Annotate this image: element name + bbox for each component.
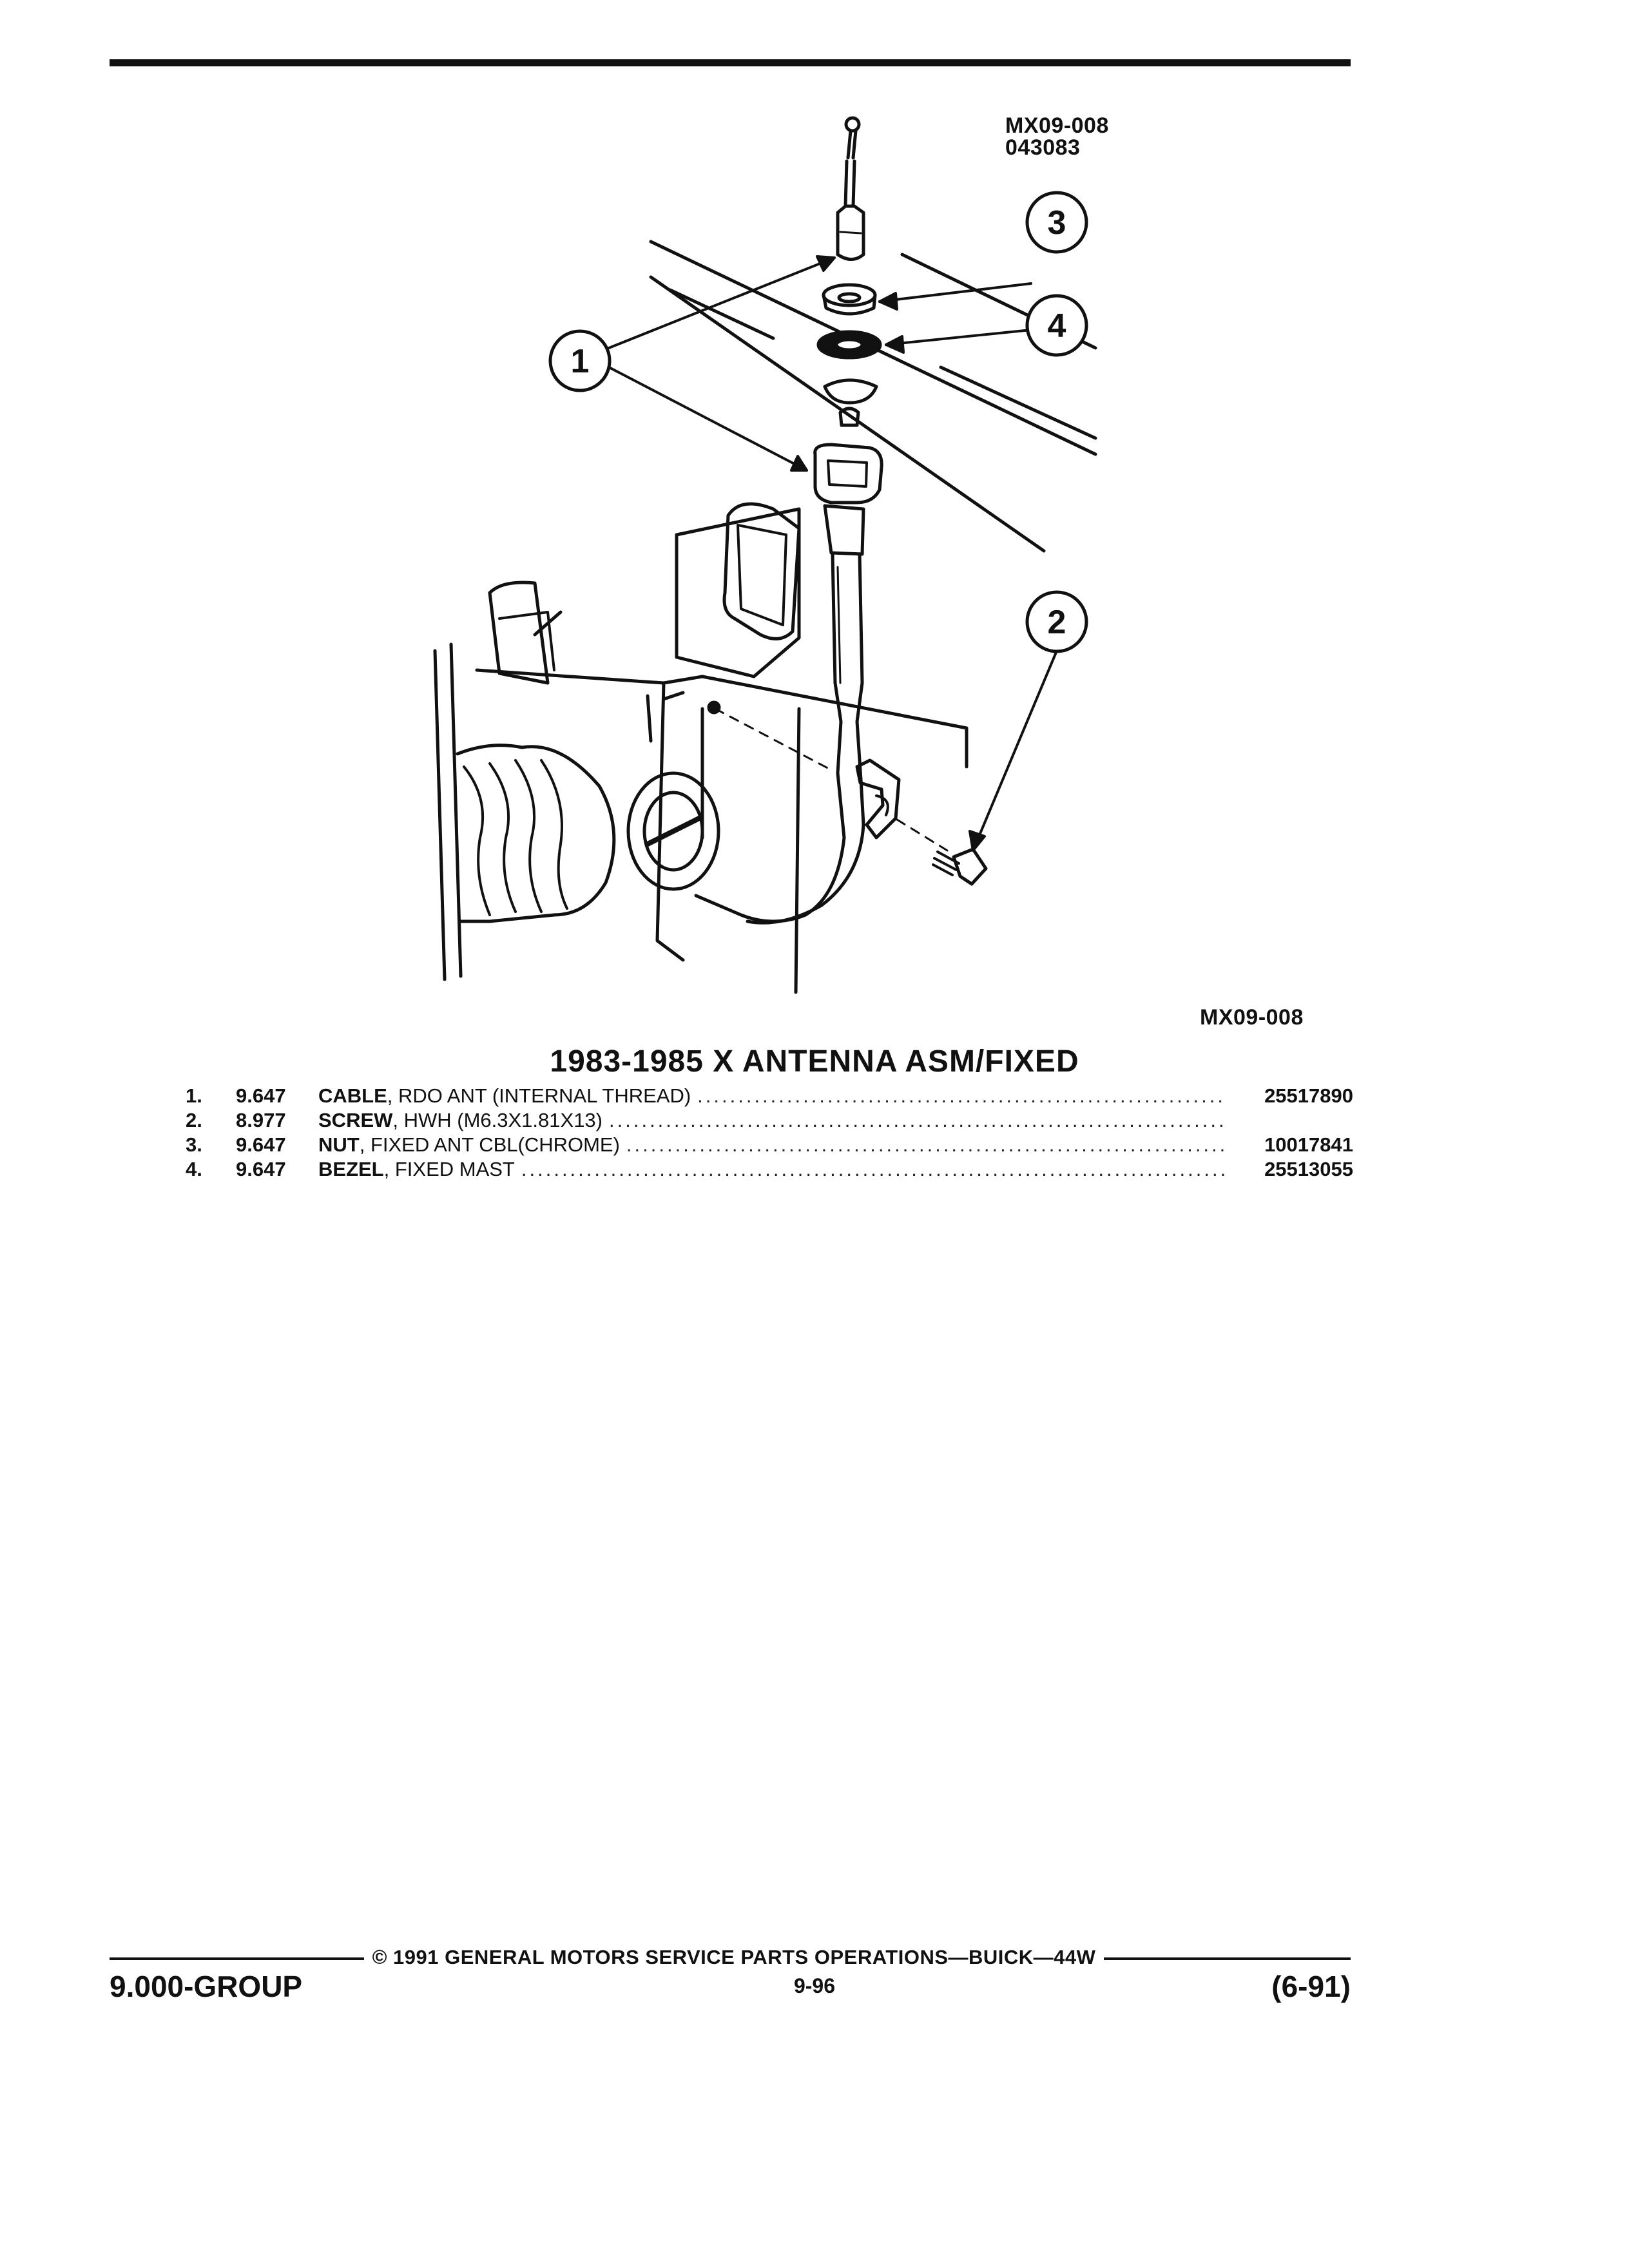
part-name: SCREW xyxy=(318,1109,393,1131)
alignment-line xyxy=(714,707,833,771)
grommet-boot xyxy=(456,744,720,923)
part-index: 4. xyxy=(186,1158,202,1180)
part-row: 4. 9.647 BEZEL, FIXED MAST................… xyxy=(186,1157,1353,1182)
part-description: CABLE, RDO ANT (INTERNAL THREAD)........… xyxy=(318,1084,1224,1108)
page-number: 9-96 xyxy=(793,1974,836,1997)
antenna-mast xyxy=(836,116,865,261)
dot-leader: ........................................… xyxy=(521,1158,1224,1180)
svg-text:2: 2 xyxy=(1048,604,1066,641)
svg-text:3: 3 xyxy=(1048,204,1066,242)
part-name: CABLE xyxy=(318,1084,387,1107)
antenna-cable xyxy=(694,443,901,925)
callout-4: 4 xyxy=(1025,294,1088,357)
top-rule xyxy=(110,59,1351,66)
callout-leaders xyxy=(608,255,1058,852)
part-index: 3. xyxy=(186,1133,202,1156)
part-detail: , HWH (M6.3X1.81X13) xyxy=(392,1109,602,1131)
part-code: 8.977 xyxy=(236,1109,286,1131)
antenna-exploded-diagram: 1 2 3 4 xyxy=(433,116,1097,994)
nut xyxy=(822,283,877,316)
part-description: SCREW, HWH (M6.3X1.81X13)...............… xyxy=(318,1108,1224,1133)
footer-rule-left xyxy=(110,1957,364,1960)
part-row: 1. 9.647 CABLE, RDO ANT (INTERNAL THREAD).… xyxy=(186,1084,1353,1108)
callout-3: 3 xyxy=(1025,191,1088,254)
part-name: BEZEL xyxy=(318,1158,384,1180)
part-code: 9.647 xyxy=(236,1133,286,1156)
part-row: 2. 8.977 SCREW, HWH (M6.3X1.81X13)........… xyxy=(186,1108,1353,1133)
mount-hole xyxy=(707,700,721,715)
svg-text:1: 1 xyxy=(571,343,590,380)
part-code: 9.647 xyxy=(236,1158,286,1180)
part-description: BEZEL, FIXED MAST.......................… xyxy=(318,1157,1224,1182)
figure-code-sub: 043083 xyxy=(1005,135,1081,160)
part-number: 25513055 xyxy=(1264,1158,1353,1180)
body-panel-lines xyxy=(649,240,1097,553)
callout-2: 2 xyxy=(1025,590,1088,653)
part-name: NUT xyxy=(318,1133,360,1156)
parts-list: 1. 9.647 CABLE, RDO ANT (INTERNAL THREAD).… xyxy=(186,1084,1353,1182)
part-detail: , FIXED ANT CBL(CHROME) xyxy=(359,1133,620,1156)
inner-panel xyxy=(433,502,969,994)
part-detail: , RDO ANT (INTERNAL THREAD) xyxy=(387,1084,691,1107)
figure-code-bottom: MX09-008 xyxy=(1200,1005,1304,1030)
svg-text:4: 4 xyxy=(1048,307,1066,345)
footer-rule-right xyxy=(1104,1957,1351,1960)
part-code: 9.647 xyxy=(236,1084,286,1107)
screw xyxy=(896,818,988,886)
dot-leader: ........................................… xyxy=(626,1133,1224,1156)
part-row: 3. 9.647 NUT, FIXED ANT CBL(CHROME).......… xyxy=(186,1133,1353,1157)
part-description: NUT, FIXED ANT CBL(CHROME)..............… xyxy=(318,1133,1224,1157)
part-index: 1. xyxy=(186,1084,202,1107)
section-title: 1983-1985 X ANTENNA ASM/FIXED xyxy=(550,1044,1079,1079)
part-number: 25517890 xyxy=(1264,1084,1353,1107)
bezel xyxy=(816,330,882,427)
group-label: 9.000-GROUP xyxy=(110,1970,303,2003)
revision-date: (6-91) xyxy=(1271,1970,1351,2003)
part-index: 2. xyxy=(186,1109,202,1131)
callout-1: 1 xyxy=(548,329,612,392)
dot-leader: ........................................… xyxy=(697,1084,1224,1107)
figure-code-top: MX09-008 xyxy=(1005,113,1109,138)
part-detail: , FIXED MAST xyxy=(383,1158,515,1180)
copyright: © 1991 GENERAL MOTORS SERVICE PARTS OPER… xyxy=(372,1946,1096,1968)
part-number: 10017841 xyxy=(1264,1133,1353,1156)
dot-leader: ........................................… xyxy=(609,1109,1224,1131)
